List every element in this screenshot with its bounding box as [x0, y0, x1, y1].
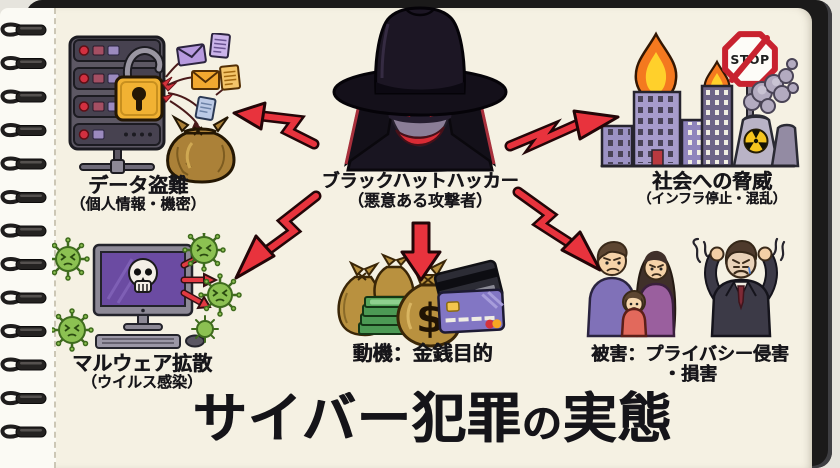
skull-icon	[128, 258, 158, 293]
virus-icon	[52, 308, 94, 352]
victims-label: 被害：プライバシー侵害 ・損害	[570, 344, 810, 386]
arrow-to-society	[504, 109, 620, 156]
arrow-to-victims	[512, 186, 602, 272]
family-icon	[586, 240, 677, 338]
virus-icon	[52, 237, 90, 281]
arrow-to-malware	[234, 190, 322, 280]
virus-icon	[182, 233, 226, 272]
page-title: サイバー犯罪の実態	[160, 374, 705, 453]
envelope-icon	[176, 43, 207, 67]
virus-icon	[198, 273, 242, 317]
malware-title: マルウェア拡散	[72, 351, 212, 375]
hacker-label: ブラックハットハッカー （悪意ある攻撃者）	[310, 171, 530, 211]
motive-label: 動機：金銭目的	[330, 341, 515, 365]
data-theft-label: データ盗難 （個人情報・機密）	[48, 174, 228, 213]
black-hat-hacker-icon	[332, 6, 508, 172]
virus-icon	[191, 315, 219, 343]
motive-title: 動機：金銭目的	[352, 341, 493, 365]
society-subtitle: （インフラ停止・混乱）	[637, 191, 787, 208]
society-threat-icon: STOP	[600, 31, 800, 168]
skull-monitor-icon	[92, 243, 194, 331]
spiral-rings-icon	[0, 22, 49, 439]
data-theft-subtitle: （個人情報・機密）	[70, 195, 206, 214]
money-bag-icon	[166, 114, 236, 184]
document-icon	[194, 95, 217, 121]
arrow-to-data-theft	[232, 101, 320, 150]
data-theft-title: データ盗難	[88, 173, 188, 197]
radiation-icon	[743, 128, 769, 154]
keyboard-icon	[95, 334, 181, 349]
victims-title-line2: ・損害	[663, 364, 717, 386]
smoke-icon	[743, 58, 799, 114]
document-icon	[219, 64, 242, 91]
burning-buildings-icon	[600, 31, 734, 168]
credit-card-icon	[437, 288, 506, 334]
victims-title: 被害：プライバシー侵害	[591, 344, 789, 365]
nuclear-plant-icon	[732, 114, 800, 168]
title-particle: の	[521, 401, 563, 447]
arrow-to-motive	[400, 221, 442, 282]
hacker-subtitle: （悪意ある攻撃者）	[347, 191, 492, 211]
envelope-icon	[191, 70, 220, 90]
title-part1: サイバー犯罪	[192, 387, 522, 450]
hacker-title: ブラックハットハッカー	[321, 171, 519, 192]
society-label: 社会への脅威 （インフラ停止・混乱）	[622, 170, 802, 208]
society-title: 社会への脅威	[652, 169, 772, 193]
data-theft-icon	[68, 33, 242, 184]
malware-label: マルウェア拡散 （ウイルス感染）	[52, 352, 232, 391]
malware-spread-icon	[52, 233, 242, 352]
broken-padlock-icon	[114, 46, 178, 122]
malware-subtitle: （ウイルス感染）	[81, 373, 202, 392]
stressed-businessman-icon	[692, 237, 786, 338]
document-icon	[208, 33, 231, 59]
title-part2: 実態	[562, 387, 673, 450]
victims-icon	[586, 237, 786, 338]
money-motive-icon: $	[337, 253, 506, 348]
